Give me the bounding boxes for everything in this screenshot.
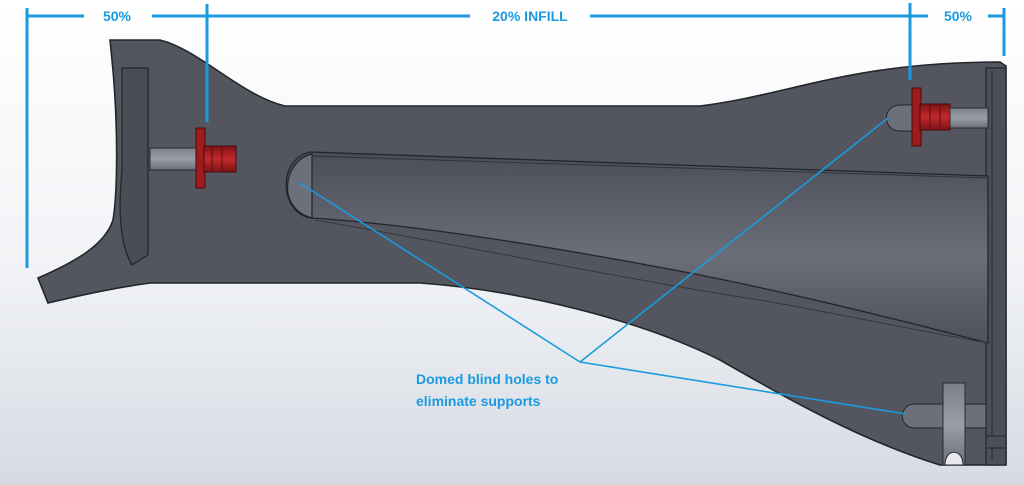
left-insert-assembly: [149, 127, 237, 189]
leader-to-channel-dome: [299, 182, 581, 363]
part-body: [36, 39, 1007, 466]
leader-to-bottom-hole: [579, 361, 907, 415]
left-bolt-shaft: [149, 147, 199, 171]
left-wall-edge: [119, 67, 149, 266]
callout-line-2: eliminate supports: [416, 393, 541, 409]
callout-leaders: [299, 117, 907, 415]
channel-dome-end: [286, 153, 313, 219]
tapered-channel: [285, 151, 989, 344]
dimension-lines: [25, 3, 1006, 268]
right-end-plate: [985, 67, 1007, 466]
right-domed-hole: [886, 104, 913, 132]
channel-inner-line: [314, 219, 989, 344]
channel-top-line: [311, 155, 989, 179]
part-silhouette: [36, 39, 1007, 466]
callout-line-1: Domed blind holes to: [416, 371, 558, 387]
right-bolt-shaft: [949, 107, 989, 129]
right-insert-assembly: [886, 87, 989, 147]
left-insert-body: [203, 145, 237, 173]
right-insert-body: [919, 103, 951, 131]
leader-to-right-hole: [579, 117, 889, 363]
dim-label-right: 50%: [944, 8, 973, 24]
dim-label-left: 50%: [103, 8, 132, 24]
bottom-right-step: [985, 435, 1007, 449]
bottom-post-notch: [944, 451, 964, 466]
dim-label-center: 20% INFILL: [492, 8, 568, 24]
bottom-hole-assembly: [901, 382, 1007, 466]
